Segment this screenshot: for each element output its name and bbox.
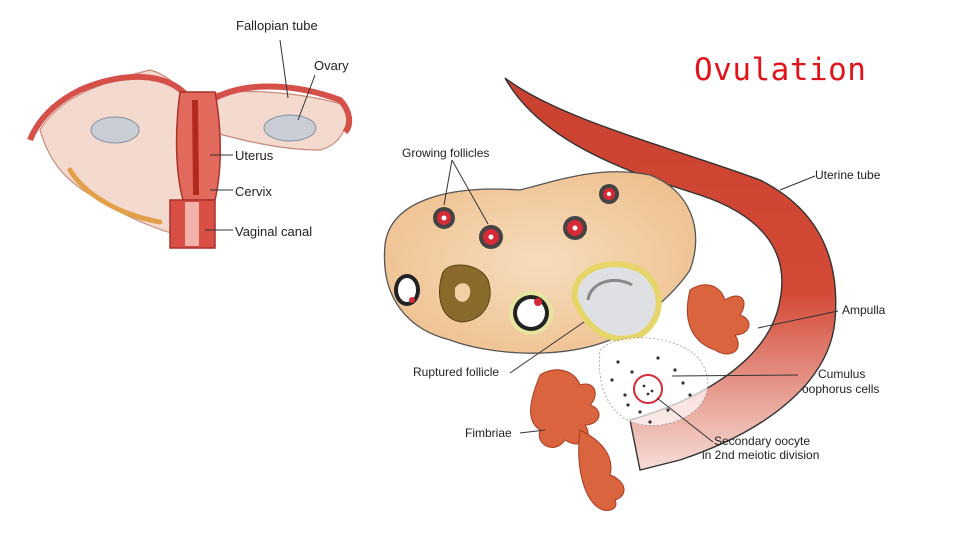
label-oocyte-line2: in 2nd meiotic division [702,448,819,462]
label-ovary: Ovary [314,58,349,73]
uterus-anatomy-drawing [30,40,349,248]
label-fallopian-tube: Fallopian tube [236,18,318,33]
label-uterine-tube: Uterine tube [815,168,881,182]
label-oocyte-line1: Secondary oocyte [714,434,810,448]
label-cervix: Cervix [235,184,272,199]
label-ampulla: Ampulla [842,303,886,317]
label-uterus: Uterus [235,148,274,163]
label-growing-follicles: Growing follicles [402,146,489,160]
label-vaginal-canal: Vaginal canal [235,224,312,239]
label-fimbriae: Fimbriae [465,426,512,440]
label-cumulus-line2: oophorus cells [802,382,879,396]
label-ruptured-follicle: Ruptured follicle [413,365,499,379]
label-cumulus-line1: Cumulus [818,367,865,381]
